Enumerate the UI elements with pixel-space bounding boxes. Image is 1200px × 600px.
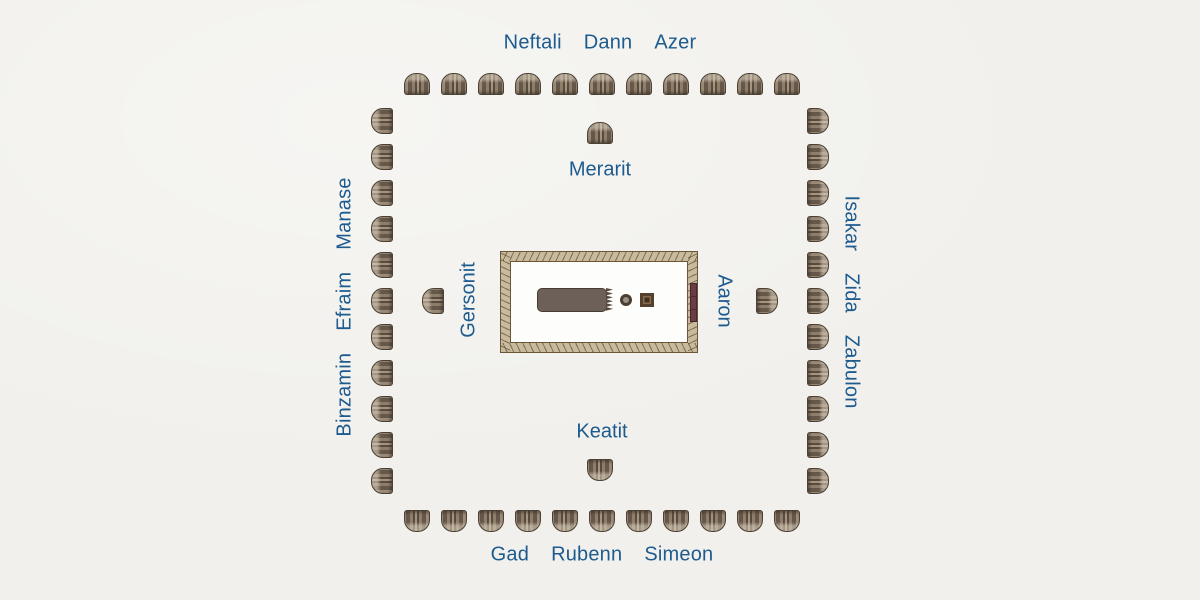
tribe-label: Neftali <box>503 31 562 54</box>
gersonit-tent-icon <box>422 288 444 314</box>
tent-icon <box>478 510 504 532</box>
tent-icon <box>371 432 393 458</box>
tent-icon <box>404 510 430 532</box>
tribe-label: Azer <box>654 31 697 54</box>
tent-icon <box>371 144 393 170</box>
tent-icon <box>737 510 763 532</box>
tribe-label: Zida <box>840 273 863 313</box>
tent-icon <box>371 216 393 242</box>
tribe-labels-south: Gad Rubenn Simeon <box>491 544 714 567</box>
tent-icon <box>774 510 800 532</box>
tent-icon <box>807 432 829 458</box>
tent-icon <box>371 108 393 134</box>
tent-icon <box>807 252 829 278</box>
tent-icon <box>371 288 393 314</box>
tent-icon <box>663 510 689 532</box>
tent-icon <box>589 73 615 95</box>
tent-icon <box>552 73 578 95</box>
levite-label-keatit: Keatit <box>576 420 628 443</box>
tribe-label: Dann <box>583 31 633 54</box>
entrance-curtain-icon <box>690 283 697 322</box>
tent-icon <box>807 144 829 170</box>
tribe-label: Isakar <box>840 195 863 252</box>
tent-icon <box>371 360 393 386</box>
tent-icon <box>807 180 829 206</box>
tent-icon <box>774 73 800 95</box>
levite-label-merarit: Merarit <box>568 158 632 181</box>
tribe-label: Manase <box>333 177 356 250</box>
levite-label-gersonit: Gersonit <box>457 262 480 338</box>
tent-icon <box>807 324 829 350</box>
tribe-label: Gad <box>490 543 530 566</box>
tent-icon <box>700 73 726 95</box>
tent-icon <box>371 252 393 278</box>
tent-icon <box>371 468 393 494</box>
courtyard-fence-south <box>501 343 697 352</box>
tabernacle-courtyard <box>501 252 697 352</box>
tent-icon <box>626 73 652 95</box>
tribe-label: Zabulon <box>840 334 863 409</box>
aaron-tent-icon <box>756 288 778 314</box>
tent-icon <box>404 73 430 95</box>
altar-icon <box>640 293 654 307</box>
tribe-label: Rubenn <box>551 543 623 566</box>
tribe-label: Efraim <box>333 271 356 331</box>
tribe-labels-west: Binzamin Efraim Manase <box>334 177 357 436</box>
laver-icon <box>620 294 632 306</box>
tent-icon <box>515 73 541 95</box>
tent-icon <box>441 510 467 532</box>
tent-icon <box>589 510 615 532</box>
tent-icon <box>807 468 829 494</box>
tent-icon <box>663 73 689 95</box>
tent-icon <box>626 510 652 532</box>
tent-icon <box>371 180 393 206</box>
sanctuary-tent-icon <box>537 288 607 312</box>
tent-icon <box>807 396 829 422</box>
tribe-label: Simeon <box>644 543 714 566</box>
tent-icon <box>807 108 829 134</box>
tent-icon <box>807 288 829 314</box>
altar-core-icon <box>644 297 650 303</box>
sanctuary-edge-icon <box>606 288 613 312</box>
levite-label-aaron: Aaron <box>713 274 736 328</box>
merarit-tent-icon <box>587 122 613 144</box>
tent-icon <box>552 510 578 532</box>
tent-icon <box>441 73 467 95</box>
tent-icon <box>478 73 504 95</box>
tribe-labels-north: Neftali Dann Azer <box>504 32 697 55</box>
tent-icon <box>737 73 763 95</box>
tribe-label: Binzamin <box>333 352 356 437</box>
tent-icon <box>515 510 541 532</box>
keatit-tent-icon <box>587 459 613 481</box>
tent-icon <box>371 396 393 422</box>
tent-icon <box>371 324 393 350</box>
courtyard-fence-west <box>501 252 510 352</box>
courtyard-fence-north <box>501 252 697 261</box>
tent-icon <box>700 510 726 532</box>
tribe-labels-east: Isakar Zida Zabulon <box>840 195 863 408</box>
tent-icon <box>807 360 829 386</box>
tent-icon <box>807 216 829 242</box>
